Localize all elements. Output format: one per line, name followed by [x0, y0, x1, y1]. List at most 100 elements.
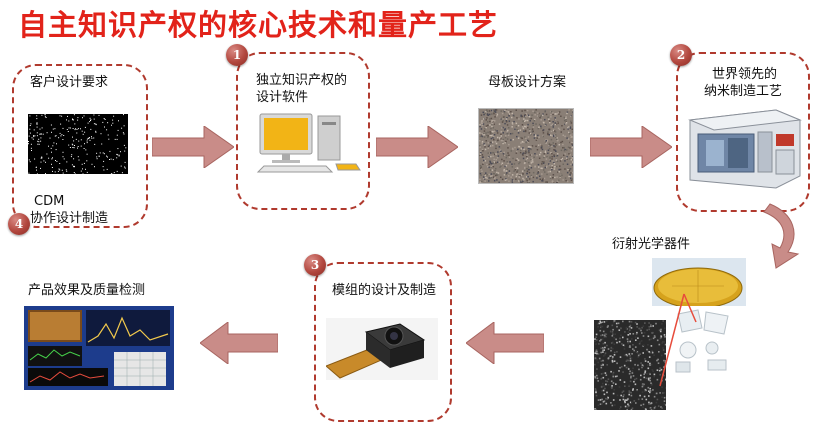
texture-dot	[63, 135, 65, 136]
texture-dot	[558, 113, 560, 115]
texture-dot	[65, 169, 67, 171]
texture-dot	[77, 156, 79, 158]
texture-dot	[511, 179, 514, 181]
customer-requirements-box	[12, 64, 148, 228]
texture-dot	[510, 139, 512, 141]
texture-dot	[558, 179, 560, 182]
texture-dot	[502, 152, 505, 155]
texture-dot	[657, 405, 660, 407]
texture-dot	[480, 174, 482, 176]
texture-dot	[596, 358, 598, 361]
texture-dot	[535, 109, 537, 111]
texture-dot	[91, 136, 92, 138]
texture-dot	[479, 155, 482, 158]
texture-dot	[569, 174, 571, 176]
texture-dot	[552, 121, 554, 123]
texture-dot	[525, 167, 527, 170]
optical-elements-image	[668, 306, 734, 376]
arrow-to-optics	[750, 200, 810, 270]
texture-dot	[661, 407, 663, 409]
texture-dot	[488, 113, 491, 116]
texture-dot	[645, 377, 648, 380]
texture-dot	[532, 124, 534, 127]
texture-dot	[37, 143, 39, 145]
texture-dot	[500, 137, 502, 140]
texture-dot	[613, 351, 616, 354]
texture-dot	[54, 135, 56, 137]
texture-dot	[112, 159, 114, 161]
texture-dot	[659, 392, 661, 394]
texture-dot	[36, 173, 38, 174]
texture-dot	[51, 158, 53, 160]
texture-dot	[526, 179, 528, 182]
texture-dot	[642, 406, 644, 409]
texture-dot	[532, 122, 534, 125]
texture-dot	[50, 147, 52, 149]
texture-dot	[605, 402, 608, 405]
texture-dot	[632, 348, 634, 350]
texture-dot	[554, 131, 557, 133]
texture-dot	[87, 137, 89, 139]
texture-dot	[640, 374, 642, 377]
texture-dot	[632, 389, 634, 391]
texture-dot	[493, 119, 495, 122]
design-software-box	[236, 52, 370, 210]
texture-dot	[511, 126, 513, 128]
texture-dot	[549, 157, 551, 159]
texture-dot	[648, 326, 651, 328]
texture-dot	[567, 138, 570, 140]
texture-dot	[528, 168, 530, 171]
texture-dot	[534, 118, 536, 121]
texture-dot	[40, 137, 42, 139]
texture-dot	[526, 154, 528, 157]
texture-dot	[545, 113, 548, 116]
texture-dot	[482, 150, 484, 152]
texture-dot	[604, 354, 606, 356]
texture-dot	[557, 127, 560, 130]
texture-dot	[622, 336, 624, 339]
texture-dot	[82, 117, 83, 119]
texture-dot	[566, 137, 568, 139]
texture-dot	[522, 127, 525, 130]
texture-dot	[510, 111, 512, 113]
texture-dot	[647, 344, 649, 346]
texture-dot	[525, 112, 527, 115]
texture-dot	[623, 345, 626, 348]
texture-dot	[52, 128, 54, 130]
texture-dot	[516, 173, 519, 175]
texture-dot	[632, 344, 634, 346]
texture-dot	[624, 400, 626, 403]
texture-dot	[663, 374, 665, 377]
texture-dot	[488, 180, 490, 182]
texture-dot	[549, 110, 552, 113]
microstructure-image	[594, 320, 666, 410]
texture-dot	[605, 383, 607, 386]
texture-dot	[566, 112, 568, 115]
texture-dot	[594, 340, 596, 343]
texture-dot	[74, 129, 76, 131]
texture-dot	[530, 154, 533, 156]
texture-dot	[596, 350, 598, 353]
texture-dot	[524, 130, 527, 133]
texture-dot	[565, 117, 567, 120]
texture-dot	[549, 176, 552, 178]
texture-dot	[643, 332, 646, 334]
texture-dot	[525, 158, 528, 161]
texture-dot	[602, 400, 605, 403]
texture-dot	[496, 130, 498, 132]
texture-dot	[633, 380, 635, 383]
texture-dot	[523, 169, 526, 172]
texture-dot	[50, 124, 52, 126]
texture-dot	[629, 355, 631, 357]
texture-dot	[643, 373, 645, 376]
texture-dot	[524, 162, 526, 164]
texture-dot	[535, 145, 537, 148]
texture-dot	[90, 119, 92, 121]
texture-dot	[542, 162, 545, 164]
texture-dot	[607, 378, 610, 380]
texture-dot	[567, 128, 569, 130]
texture-dot	[532, 110, 534, 112]
texture-dot	[603, 400, 606, 402]
texture-dot	[619, 406, 622, 408]
texture-dot	[39, 133, 41, 135]
